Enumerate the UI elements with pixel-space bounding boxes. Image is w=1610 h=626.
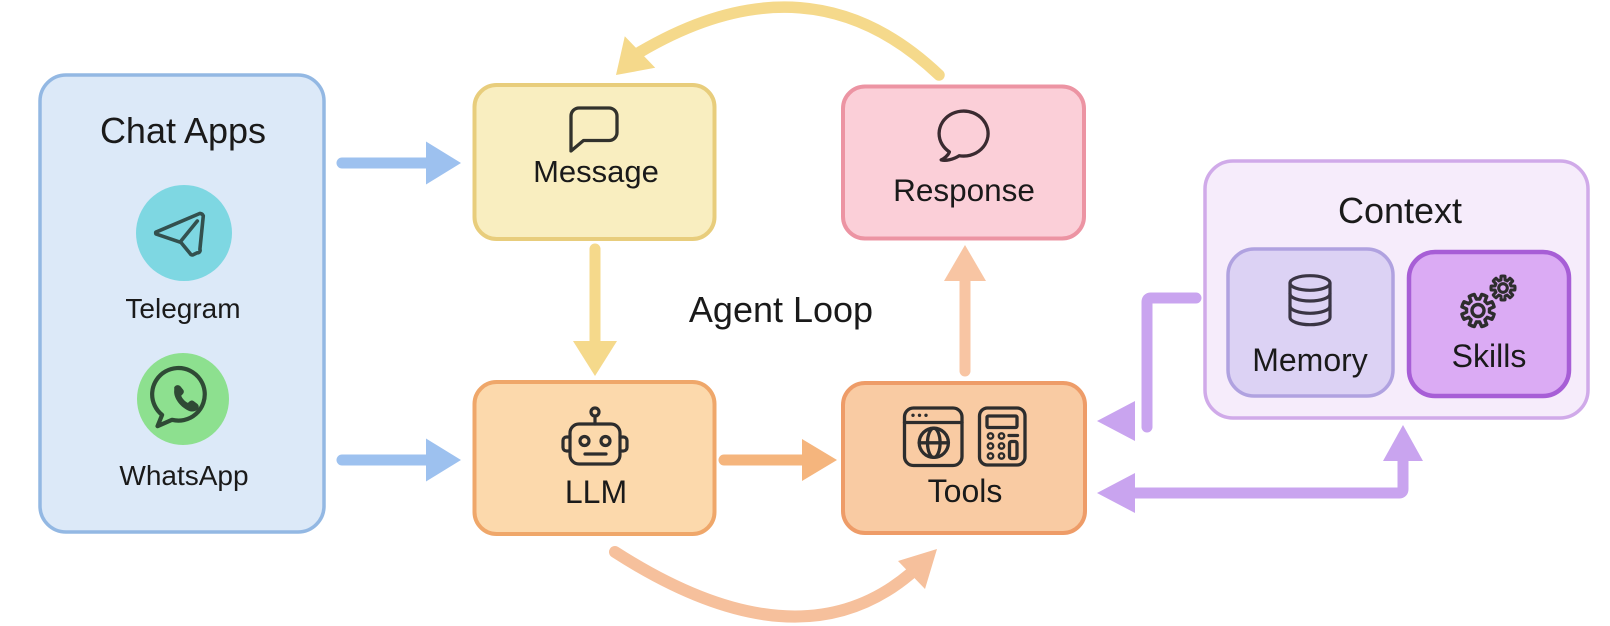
svg-text:LLM: LLM — [565, 474, 627, 510]
svg-text:Skills: Skills — [1452, 338, 1527, 374]
svg-text:Context: Context — [1338, 190, 1462, 231]
svg-text:Agent Loop: Agent Loop — [689, 289, 873, 330]
svg-text:Memory: Memory — [1252, 342, 1368, 378]
svg-text:Chat Apps: Chat Apps — [100, 110, 266, 151]
svg-text:Response: Response — [893, 172, 1035, 208]
svg-text:Telegram: Telegram — [125, 293, 240, 324]
svg-text:Tools: Tools — [928, 473, 1003, 509]
svg-text:WhatsApp: WhatsApp — [119, 460, 248, 491]
svg-text:Message: Message — [533, 154, 659, 189]
